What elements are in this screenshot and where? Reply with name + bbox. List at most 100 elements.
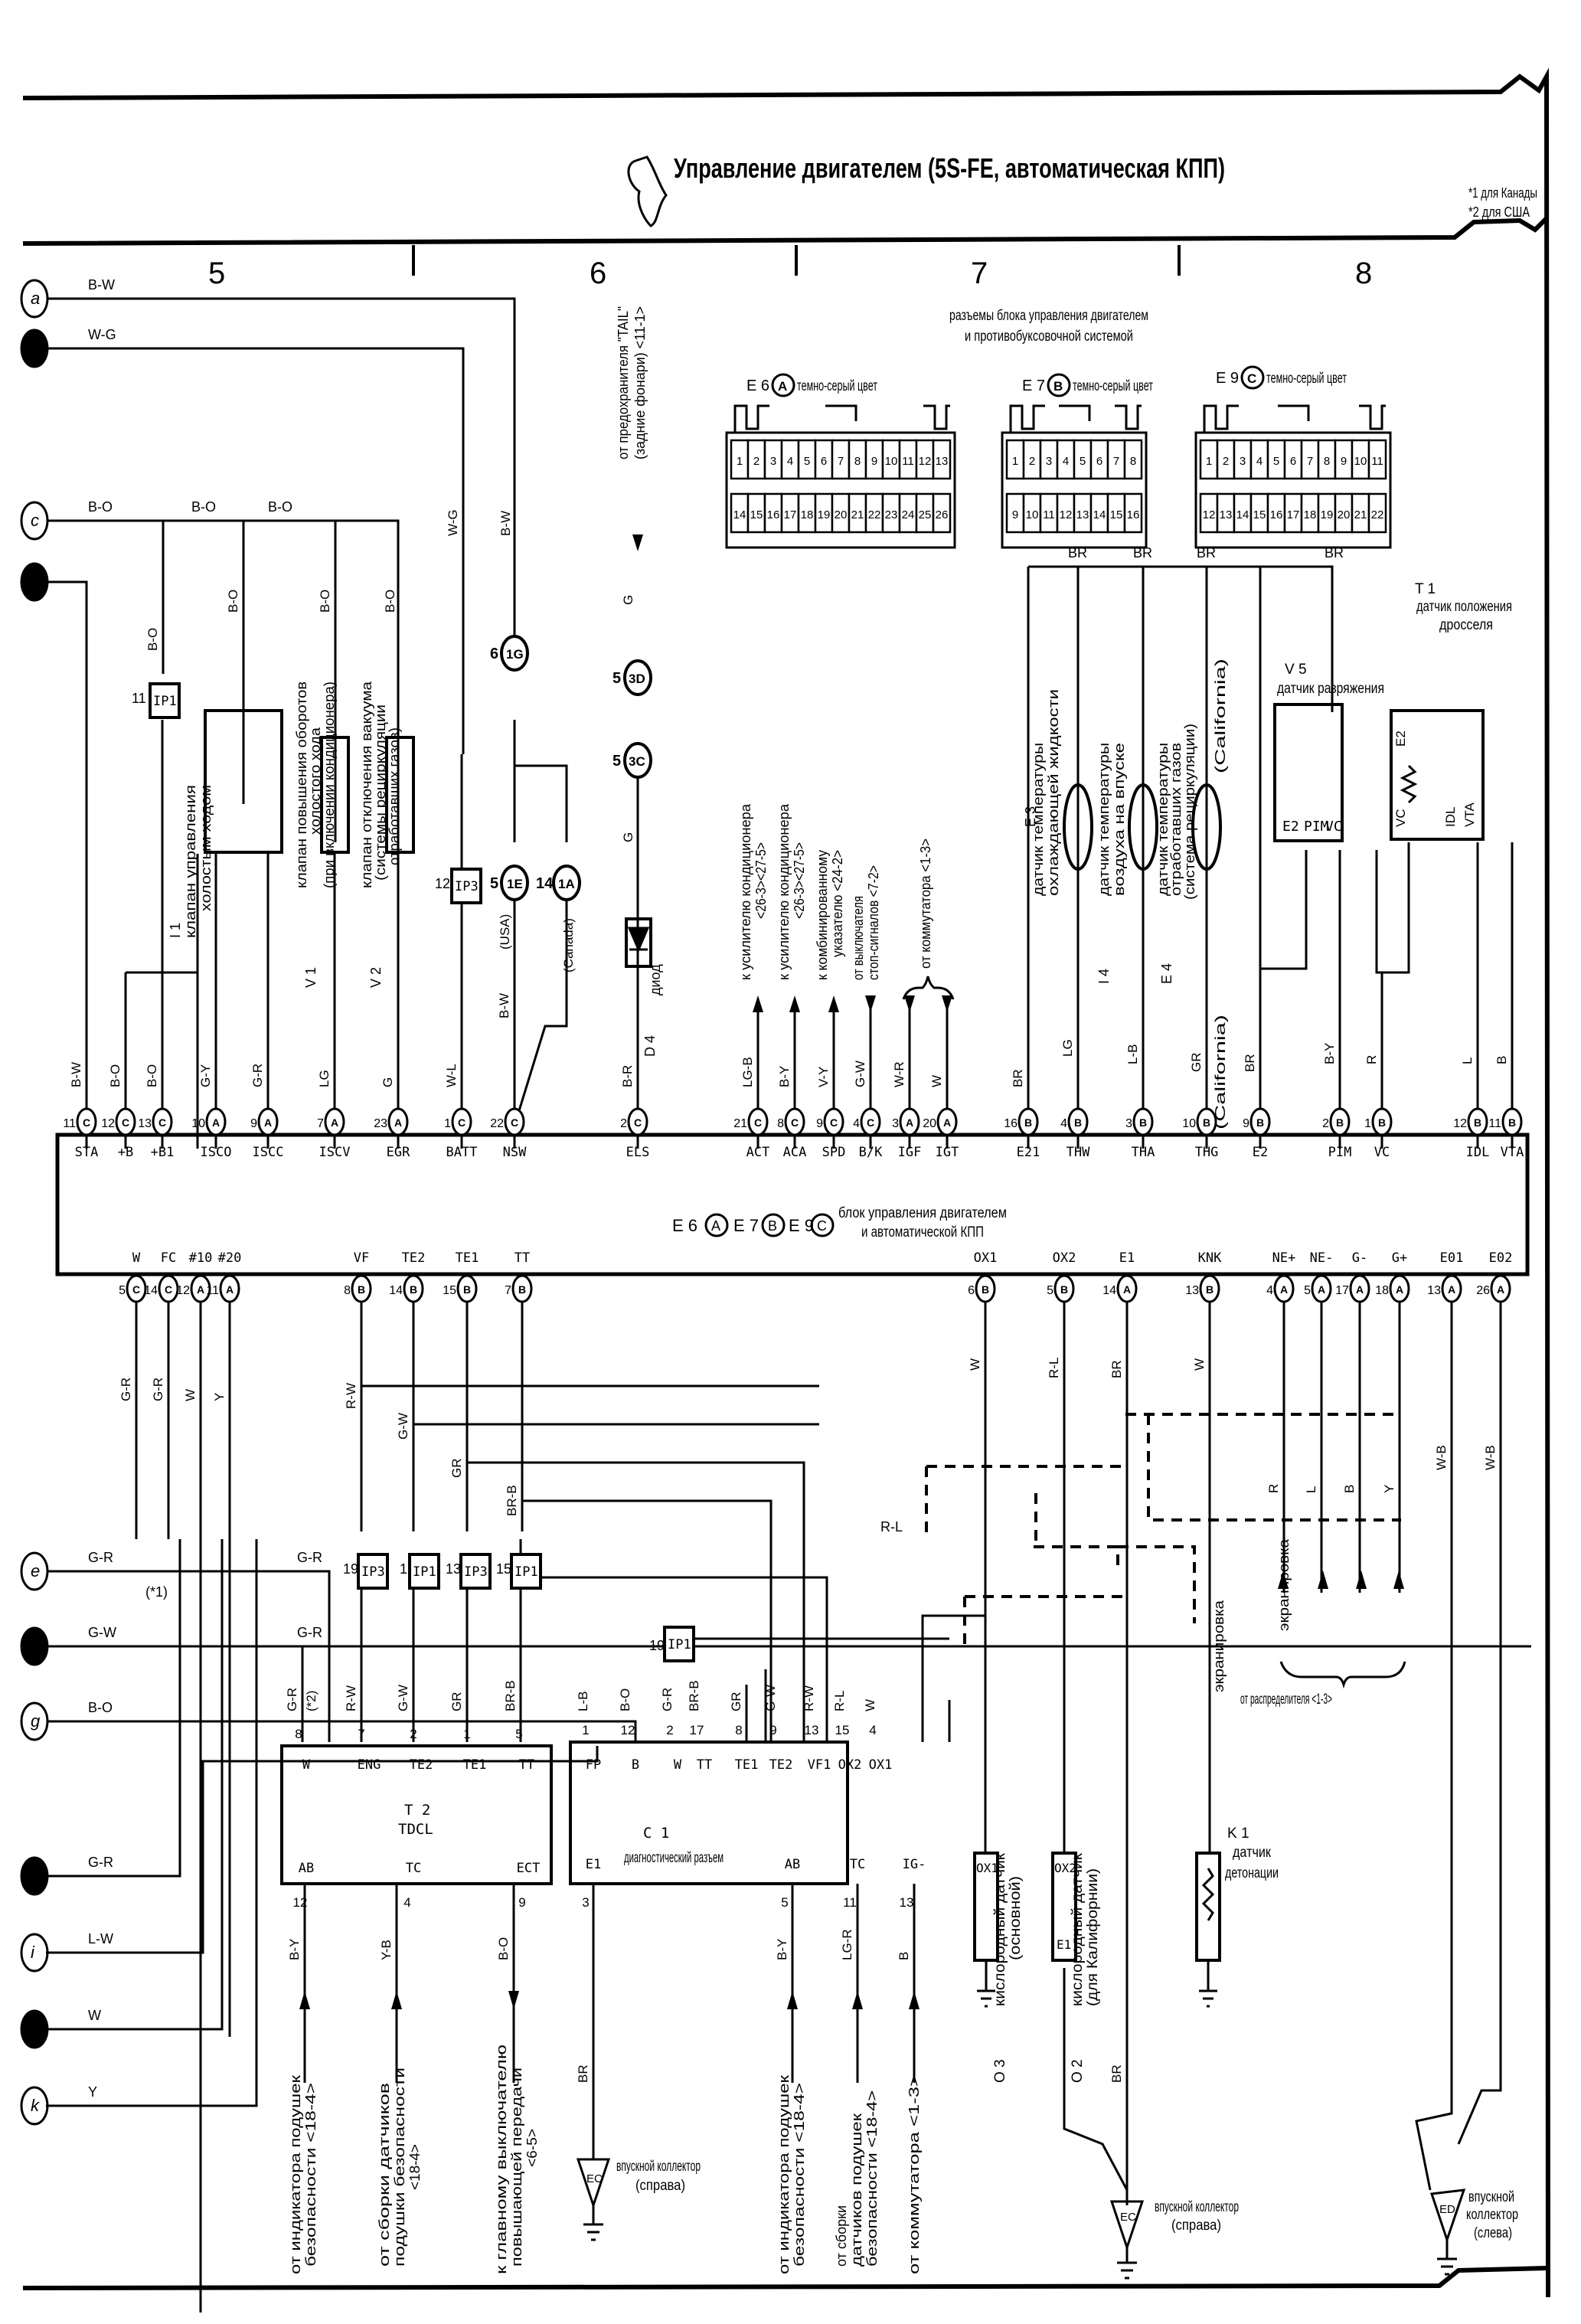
wire-label-b17: W-B (1483, 1445, 1498, 1470)
svg-text:14: 14 (733, 508, 746, 521)
svg-text:4: 4 (787, 455, 793, 468)
svg-text:14: 14 (1093, 508, 1106, 521)
svg-text:B: B (1474, 1116, 1481, 1129)
wire-label-17: LG (1060, 1039, 1075, 1057)
wire-label-21: B-Y (1322, 1043, 1337, 1064)
wire-label-7: W-L (444, 1064, 459, 1087)
v1-valve-box (320, 736, 350, 854)
distributor-brace (1279, 1661, 1406, 1689)
svg-text:B: B (982, 1283, 989, 1296)
svg-text:IP1: IP1 (153, 694, 177, 709)
svg-text:THA: THA (1132, 1145, 1155, 1160)
note-aca-1: к усилителю кондиционера (776, 803, 792, 980)
svg-text:датчик разряжения: датчик разряжения (1277, 681, 1384, 697)
svg-text:5: 5 (1304, 1284, 1311, 1297)
note-tail-fuse-2: (задние фонари) <11-1> (632, 306, 648, 459)
svg-text:16: 16 (1127, 508, 1140, 521)
note-ect-2: повышающей передачи (509, 2067, 524, 2267)
i4-thermistor (1128, 783, 1158, 871)
junction-ip3-13: 13 IP3 (446, 1553, 492, 1590)
svg-text:3: 3 (1240, 455, 1246, 468)
c1-pin-igm: IG- (903, 1857, 926, 1872)
t2-pin-w: W (302, 1757, 311, 1773)
c1-pin-num: 15 (835, 1723, 850, 1737)
left-connector-j: j (20, 2009, 49, 2049)
components (55, 703, 1530, 2280)
svg-text:22: 22 (1371, 508, 1384, 521)
note-bk-1: от выключателя (851, 896, 866, 980)
svg-text:IP3: IP3 (464, 1564, 488, 1580)
label-e3-id: E 3 (1023, 806, 1038, 827)
ecu-id-e9: E 9 (789, 1216, 814, 1235)
title-block: Управление двигателем (5S-FE, автоматиче… (627, 152, 1537, 227)
svg-text:i: i (31, 1943, 35, 1962)
v5-sensor-box (1273, 703, 1344, 842)
left-connector-k: k (20, 2086, 49, 2126)
t2-pin-num: 4 (403, 1895, 410, 1910)
svg-text:11: 11 (902, 455, 914, 468)
svg-text:17: 17 (784, 508, 797, 521)
label-o3-desc1: кислородный датчик (992, 1852, 1008, 2006)
note-ab2-2: безопасности <18-4> (792, 2083, 807, 2267)
svg-text:B: B (1203, 1116, 1210, 1129)
c1-wire-3: BR-B (687, 1680, 701, 1711)
svg-text:BATT: BATT (446, 1145, 478, 1160)
c1-wire-2: G-R (660, 1688, 675, 1711)
ecu-id-e7: E 7 (733, 1216, 759, 1235)
note-tc2-2: датчиков подушек (849, 2113, 864, 2267)
svg-text:9: 9 (871, 455, 877, 468)
ecu-pin-w: C5W (119, 1250, 147, 1303)
svg-text:дросселя: дросселя (1439, 617, 1493, 633)
svg-text:B: B (1508, 1116, 1516, 1129)
t2-pin-tc: TC (406, 1861, 421, 1876)
c1-wire-6: R-W (802, 1685, 816, 1711)
svg-text:18: 18 (1375, 1284, 1389, 1297)
svg-text:6: 6 (1290, 455, 1296, 468)
label-i4-desc2: воздуха на впуске (1112, 743, 1127, 896)
bottom-wire-1: Y-B (379, 1940, 394, 1960)
c1-pin-ox2: OX2 (838, 1757, 862, 1773)
left-connector-i: i (20, 1933, 49, 1973)
svg-text:C: C (791, 1116, 799, 1129)
ecu-id-a: A (711, 1218, 720, 1234)
svg-text:4: 4 (1063, 455, 1069, 468)
svg-text:5: 5 (612, 670, 621, 687)
t2-wire-0: G-R (285, 1688, 299, 1711)
wire-label-b8: W (968, 1358, 982, 1371)
svg-text:2: 2 (1322, 1117, 1329, 1130)
svg-text:B: B (1256, 1116, 1264, 1129)
wire-label-11: B-Y (777, 1066, 792, 1087)
svg-text:IP3: IP3 (361, 1564, 385, 1580)
svg-text:d: d (31, 572, 41, 591)
t2-pin-tt: TT (519, 1757, 534, 1773)
svg-text:5: 5 (119, 1284, 126, 1297)
svg-text:A: A (394, 1116, 402, 1129)
svg-text:(*1): (*1) (145, 1584, 168, 1600)
svg-text:14: 14 (389, 1284, 403, 1297)
t2-pin-ect: ECT (517, 1861, 541, 1876)
wire-label-b11: W (1192, 1358, 1207, 1371)
svg-text:темно-серый цвет: темно-серый цвет (797, 378, 877, 394)
t2-pin-num: 2 (410, 1727, 416, 1741)
arrow-up-icon (299, 1991, 920, 2009)
left-connector-g: g (20, 1701, 49, 1741)
svg-text:3: 3 (892, 1117, 899, 1130)
label-o3-id: O 3 (992, 2059, 1008, 2083)
svg-text:11: 11 (206, 1284, 219, 1297)
svg-text:G-: G- (1352, 1250, 1367, 1266)
svg-text:IP1: IP1 (514, 1564, 538, 1580)
e4-thermistor (1191, 783, 1222, 871)
svg-text:K 1: K 1 (1227, 1826, 1249, 1842)
svg-text:W-G: W-G (88, 327, 116, 342)
label-e3-desc1: датчик температуры (1031, 743, 1046, 896)
